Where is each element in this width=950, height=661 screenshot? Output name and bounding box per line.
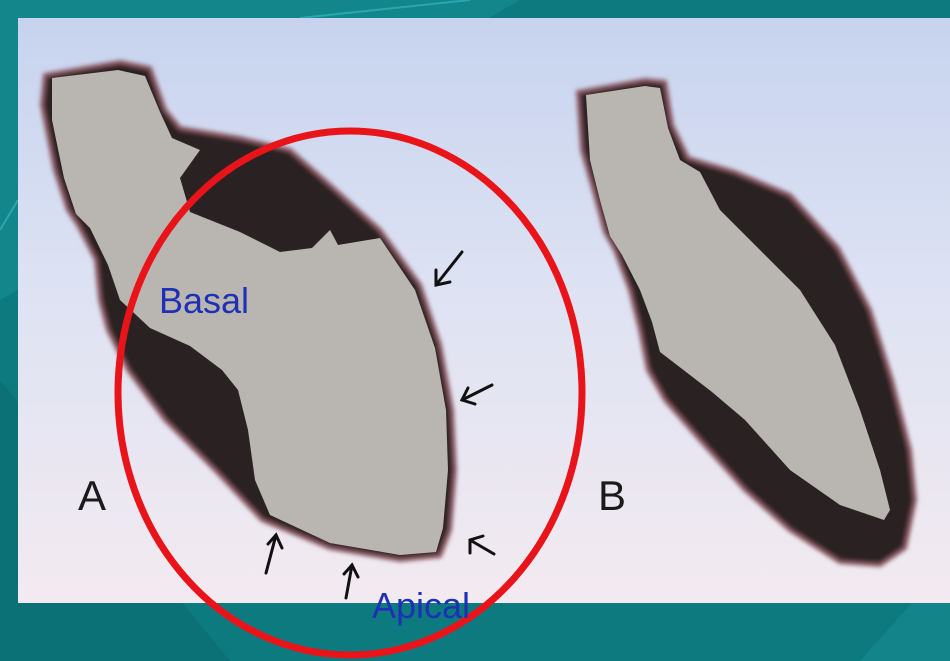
panel-label-b: B	[598, 472, 626, 520]
panel-label-a: A	[78, 472, 106, 520]
arrow-icon	[436, 252, 462, 285]
arrow-icon	[470, 536, 494, 554]
arrow-icon	[344, 565, 358, 598]
apical-label: Apical	[372, 585, 470, 627]
arrow-icon	[462, 385, 492, 404]
basal-label: Basal	[159, 280, 249, 322]
arrow-icon	[266, 535, 282, 573]
heart-diagram	[18, 18, 950, 603]
echocardiogram-figure-panel: A B Basal	[18, 18, 950, 603]
